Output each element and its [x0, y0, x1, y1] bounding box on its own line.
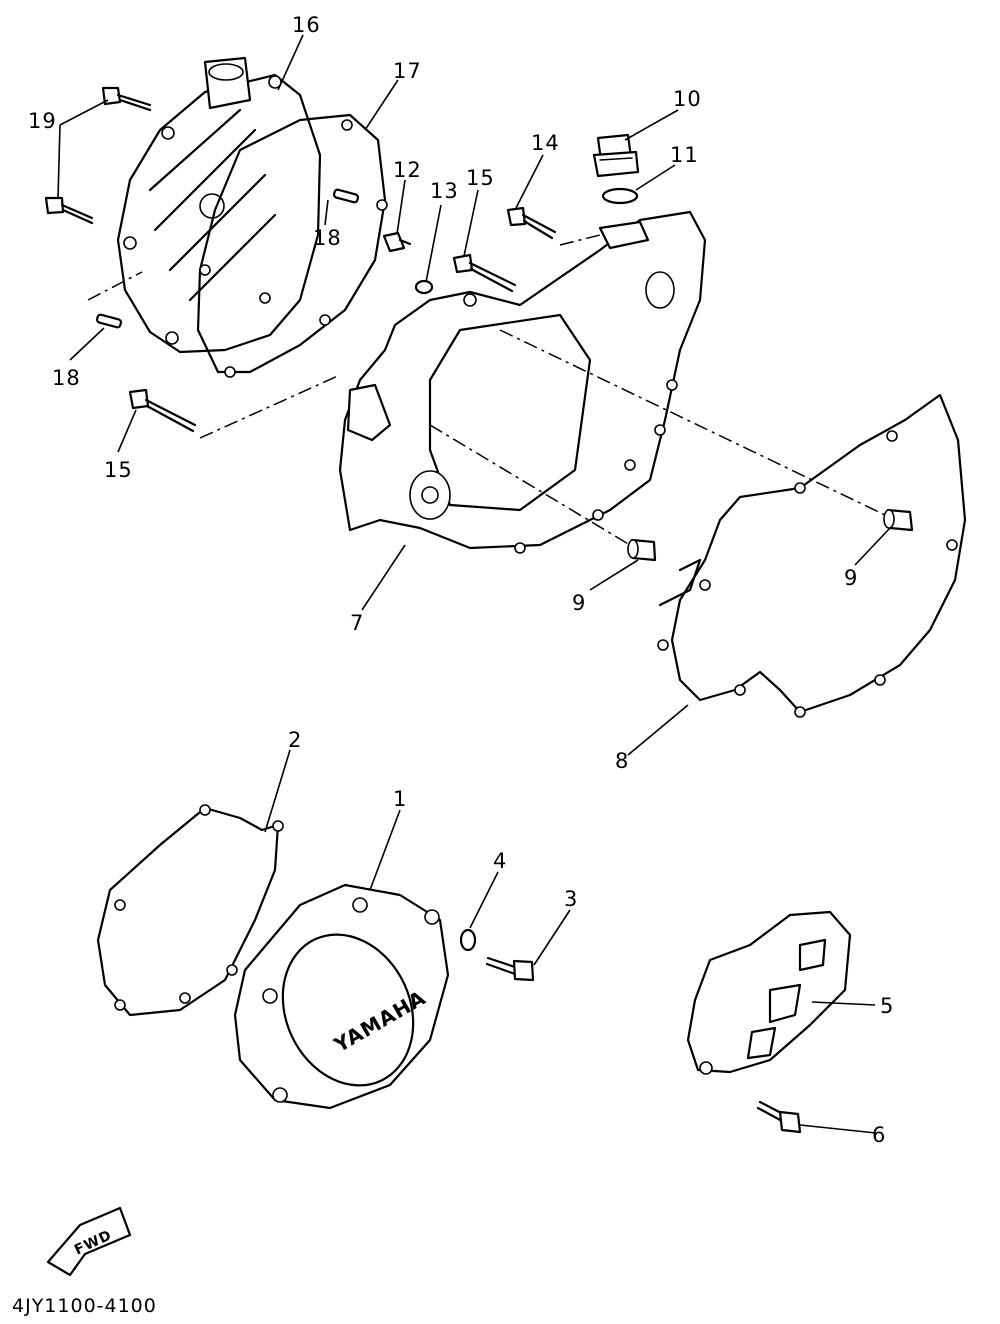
part-7-crankcase-cover [338, 210, 707, 554]
part-9-dowels [627, 508, 914, 562]
part-19-bolts [44, 86, 152, 225]
fwd-arrow: FWD [46, 1206, 132, 1277]
callout-15-lower: 15 [104, 458, 133, 482]
leader-lines [57, 34, 891, 1134]
callout-12: 12 [393, 158, 422, 182]
callout-4: 4 [493, 849, 507, 873]
callout-14: 14 [531, 131, 560, 155]
part-14-bolt [506, 206, 557, 240]
part-15-bolt-upper [452, 253, 517, 293]
callout-17: 17 [393, 59, 422, 83]
callout-1: 1 [393, 787, 407, 811]
callout-8: 8 [615, 749, 629, 773]
callout-19: 19 [28, 109, 57, 133]
part-6-bolt [756, 1100, 802, 1134]
callout-2: 2 [288, 728, 302, 752]
part-1-magneto-cover: YAMAHA [233, 883, 450, 1110]
alignment-lines [87, 234, 886, 546]
part-18-dowel-pins [95, 188, 360, 329]
callout-9-right: 9 [844, 566, 858, 590]
callout-13: 13 [430, 179, 459, 203]
part-10-oil-filler-plug [592, 133, 640, 178]
callout-6: 6 [872, 1123, 886, 1147]
part-code-label: 4JY1100-4100 [12, 1295, 157, 1317]
part-2-cover-gasket [96, 804, 284, 1017]
part-13-washer [414, 279, 434, 295]
callout-16: 16 [292, 13, 321, 37]
part-11-o-ring [601, 187, 639, 205]
callout-18-lower: 18 [52, 366, 81, 390]
part-4-washer [459, 928, 477, 952]
part-12-bolt [382, 231, 412, 253]
callout-15-upper: 15 [466, 166, 495, 190]
callout-18-upper: 18 [313, 226, 342, 250]
part-3-bolt [485, 956, 535, 982]
part-8-gasket [657, 393, 967, 718]
callout-9-left: 9 [572, 591, 586, 615]
callout-numbers: 16 17 19 18 18 15 12 13 15 14 10 11 7 9 … [28, 13, 894, 1147]
callout-11: 11 [670, 143, 699, 167]
part-15-bolt-lower [128, 388, 197, 433]
part-5-sprocket-cover [686, 910, 852, 1075]
callout-7: 7 [350, 611, 364, 635]
part-16-clutch-cover [116, 56, 322, 354]
part-17-gasket [196, 113, 388, 378]
callout-3: 3 [564, 887, 578, 911]
callout-5: 5 [880, 994, 894, 1018]
callout-10: 10 [673, 87, 702, 111]
